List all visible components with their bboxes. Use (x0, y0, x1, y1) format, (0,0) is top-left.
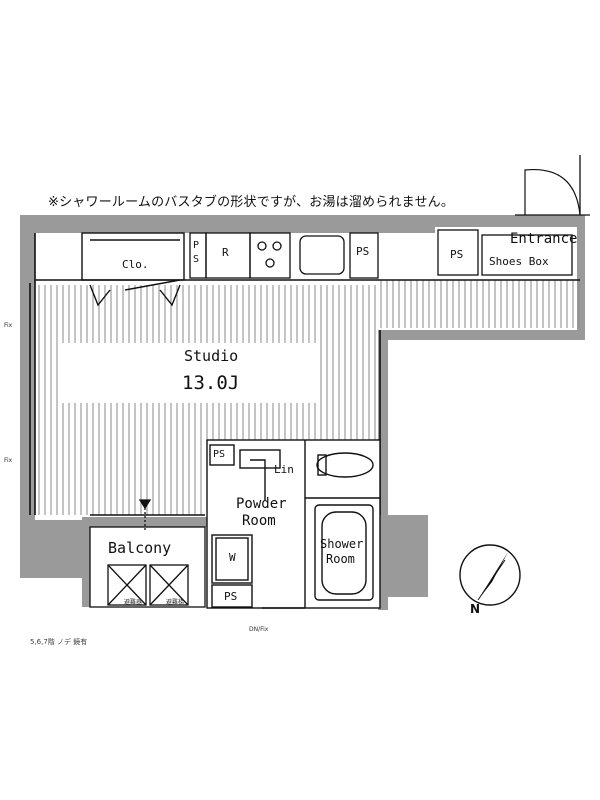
ps-top-s-label: S (193, 254, 200, 265)
powder-room-label-2: Room (242, 513, 276, 529)
fix-upper-label: Fix (4, 322, 13, 329)
linen-label: Lin (274, 463, 294, 476)
powder-room-label-1: Powder (236, 496, 287, 512)
studio-label: Studio (184, 347, 239, 365)
refrigerator-label: R (222, 246, 229, 259)
notice-text: ※シャワールームのバスタブの形状ですが、お湯は溜められません。 (48, 195, 455, 210)
closet-label: Clo. (122, 258, 149, 271)
ps-entrance-label: PS (450, 248, 464, 261)
balcony-unit-1-label: 避難器 (124, 599, 143, 606)
ps-powder-label: PS (213, 449, 226, 460)
compass-icon (459, 544, 521, 606)
ps-bottom-label: PS (224, 590, 238, 603)
shower-room-label-2: Room (326, 552, 355, 566)
balcony-unit-2-label: 避難梯 (166, 599, 185, 606)
studio-size-label: 13.0J (182, 372, 240, 394)
compass-north-label: N (470, 602, 481, 616)
dn-fix-label: DN/Fix (249, 626, 269, 633)
footer-note: 5,6,7階 ノデ 鏡有 (30, 638, 88, 646)
bath-block (206, 439, 381, 609)
balcony-label: Balcony (108, 539, 172, 557)
kitchen (189, 232, 379, 279)
entrance-label: Entrance (510, 231, 578, 247)
shoes-box-label: Shoes Box (489, 255, 549, 268)
entrance-area (437, 155, 590, 276)
fix-lower-label: Fix (4, 457, 13, 464)
closet (81, 232, 185, 307)
washer-label: W (229, 551, 236, 564)
ps-top-p-label: P (193, 240, 200, 251)
ps-kitchen-label: PS (356, 245, 370, 258)
shower-room-label-1: Shower (320, 537, 364, 551)
walls (20, 215, 585, 610)
balcony (89, 499, 206, 608)
